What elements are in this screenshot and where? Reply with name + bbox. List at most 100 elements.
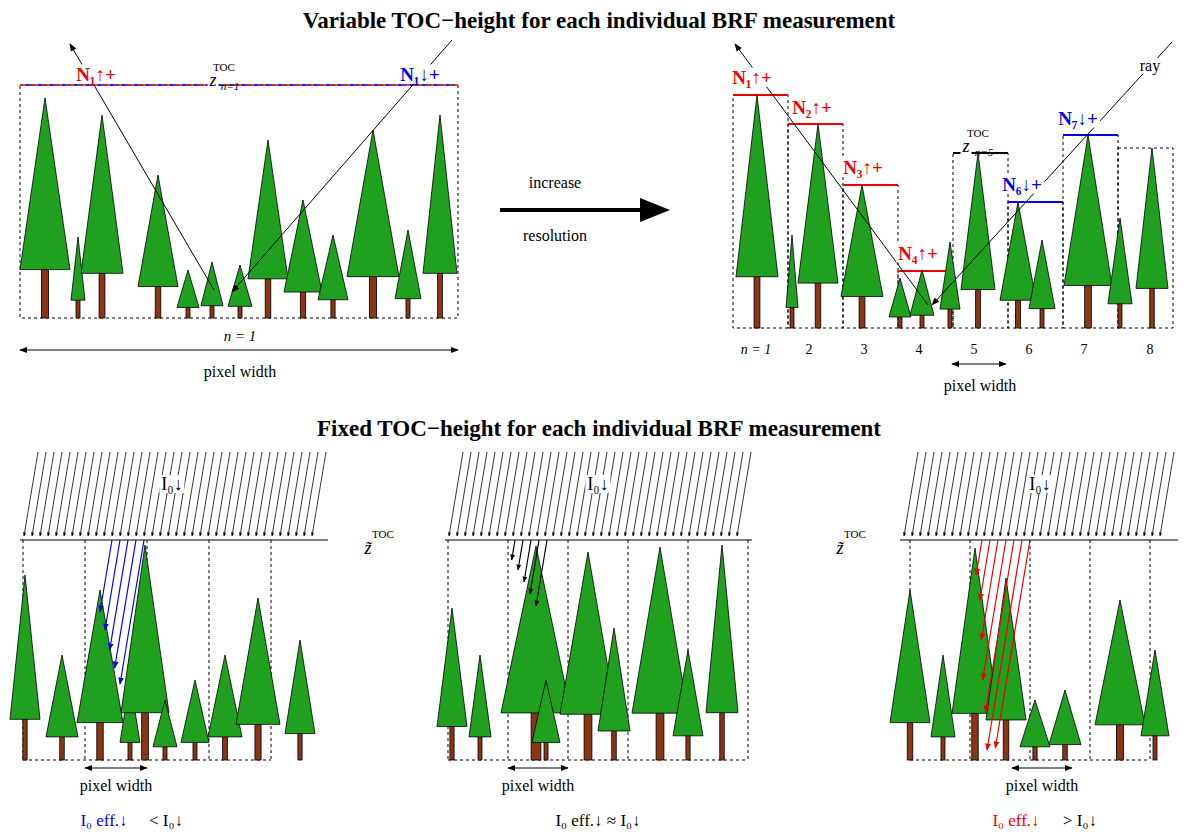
- text-label: I₀↓: [1027, 475, 1052, 493]
- heading-label: Fixed TOC−height for each individual BRF…: [315, 417, 883, 440]
- incoming-ray: [473, 452, 487, 536]
- text-label: > I₀↓: [1061, 812, 1099, 829]
- tree-crown: [469, 655, 491, 737]
- incoming-ray: [577, 452, 591, 536]
- incoming-ray: [968, 452, 982, 536]
- tree-crown: [736, 95, 778, 277]
- tree-crown: [961, 153, 995, 290]
- incoming-ray: [920, 452, 934, 536]
- incoming-ray: [176, 452, 190, 536]
- pixel-divider: [508, 540, 509, 760]
- dimension-arrow: [20, 350, 458, 351]
- heading-label: Variable TOC−height for each individual …: [301, 9, 897, 32]
- text-label: 7: [1079, 343, 1090, 357]
- tree-crown: [318, 235, 348, 300]
- ray: [932, 42, 1172, 305]
- text-label: pixel width: [202, 364, 278, 380]
- incoming-ray: [1128, 452, 1142, 536]
- incoming-ray: [673, 452, 687, 536]
- incoming-ray: [1104, 452, 1118, 536]
- column-ray: [980, 540, 990, 600]
- tree-crown: [153, 700, 177, 747]
- incoming-ray: [1096, 452, 1110, 536]
- text-label: 3: [859, 343, 870, 357]
- column-ray: [981, 540, 998, 640]
- incoming-ray: [1072, 452, 1086, 536]
- tree-crown: [395, 230, 421, 299]
- heading-label: N₄↑+: [896, 244, 940, 263]
- column-ray: [110, 540, 128, 650]
- incoming-ray: [88, 452, 102, 536]
- tree-crown: [706, 545, 738, 713]
- incoming-ray: [1088, 452, 1102, 536]
- text-label: I₀ eff.↓: [990, 812, 1041, 829]
- toc-line: [20, 539, 328, 540]
- incoming-ray: [1048, 452, 1062, 536]
- incoming-ray: [912, 452, 926, 536]
- column-ray: [976, 540, 982, 575]
- text-label: 8: [1145, 343, 1156, 357]
- incoming-ray: [1064, 452, 1078, 536]
- pixel-divider: [568, 540, 569, 760]
- incoming-ray: [713, 452, 727, 536]
- tree-crown: [1141, 650, 1169, 736]
- incoming-ray: [904, 452, 918, 536]
- text-label: I₀ eff.↓ ≈ I₀↓: [553, 812, 642, 829]
- incoming-ray: [96, 452, 110, 536]
- incoming-ray: [256, 452, 270, 536]
- incoming-ray: [665, 452, 679, 536]
- toc-line: [843, 184, 898, 186]
- tree-crown: [940, 242, 960, 309]
- ray: [70, 44, 214, 290]
- incoming-ray: [697, 452, 711, 536]
- toc-line: [26, 84, 458, 86]
- tree-crown: [46, 655, 78, 737]
- incoming-ray: [537, 452, 551, 536]
- text-label: n = 1: [222, 329, 259, 344]
- incoming-ray: [625, 452, 639, 536]
- incoming-ray: [32, 452, 46, 536]
- incoming-ray: [936, 452, 950, 536]
- tree-crown: [1020, 700, 1050, 747]
- incoming-ray: [216, 452, 230, 536]
- incoming-ray: [529, 452, 543, 536]
- toc-line: [1063, 134, 1118, 136]
- incoming-ray: [248, 452, 262, 536]
- incoming-ray: [569, 452, 583, 536]
- text-label: resolution: [521, 228, 589, 244]
- tree-crown: [910, 270, 934, 315]
- text-label: TOC: [370, 529, 396, 540]
- ray: [232, 40, 452, 292]
- tree-crown: [1000, 202, 1036, 300]
- column-ray: [985, 540, 1014, 712]
- heading-label: N₃↑+: [841, 158, 885, 177]
- incoming-ray: [1040, 452, 1054, 536]
- incoming-ray: [1000, 452, 1014, 536]
- incoming-ray: [657, 452, 671, 536]
- text-label: TOC: [211, 62, 237, 73]
- tree-crown: [423, 115, 457, 273]
- incoming-ray: [593, 452, 607, 536]
- text-label: increase: [527, 175, 583, 191]
- incoming-ray: [1056, 452, 1070, 536]
- incoming-ray: [928, 452, 942, 536]
- incoming-ray: [104, 452, 118, 536]
- incoming-ray: [449, 452, 463, 536]
- incoming-ray: [944, 452, 958, 536]
- tree-crown: [798, 124, 838, 283]
- tree-crown: [1064, 135, 1112, 286]
- tree-crown: [931, 655, 955, 737]
- text-label: 6: [1024, 343, 1035, 357]
- toc-line: [733, 94, 788, 96]
- text-label: pixel width: [78, 778, 154, 794]
- pixel-divider: [271, 540, 272, 760]
- pixel-divider: [748, 540, 749, 760]
- toc-line: [788, 123, 843, 125]
- incoming-ray: [208, 452, 222, 536]
- incoming-ray: [1120, 452, 1134, 536]
- pixel-column: [20, 85, 458, 318]
- incoming-ray: [609, 452, 623, 536]
- pixel-divider: [448, 760, 748, 761]
- dimension-arrow: [1012, 768, 1072, 769]
- incoming-ray: [976, 452, 990, 536]
